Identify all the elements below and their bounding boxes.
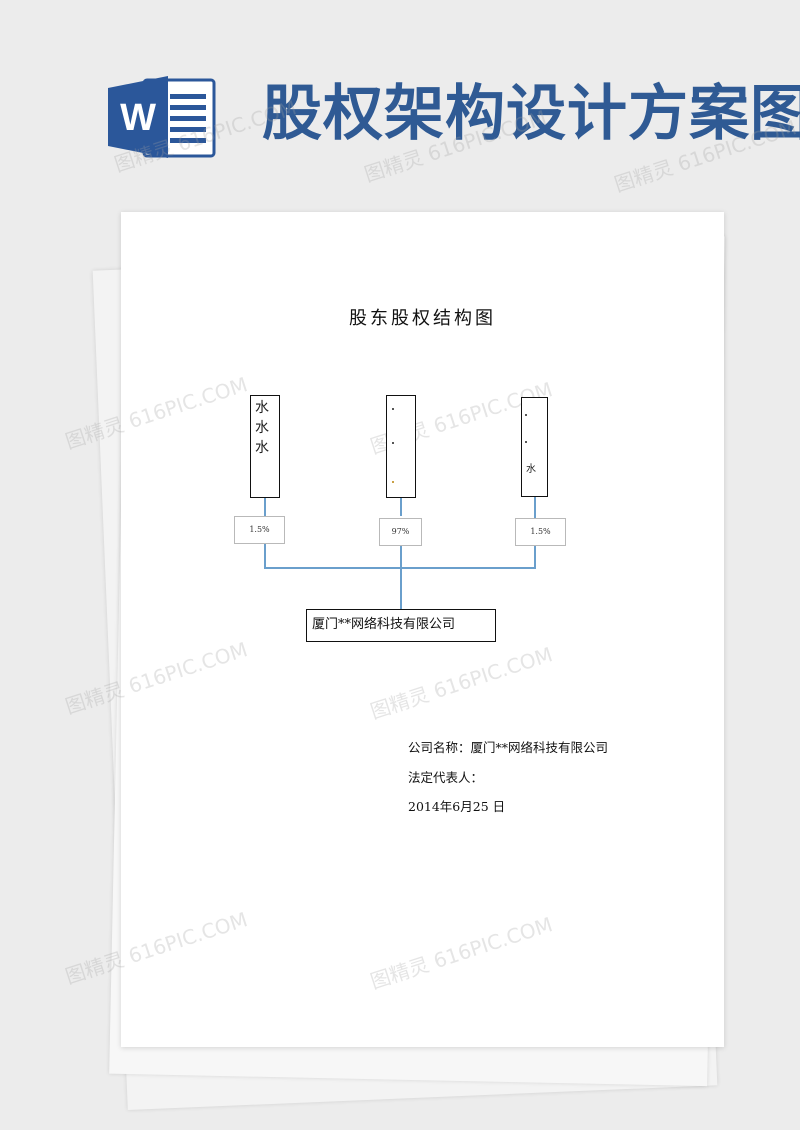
connector-line (264, 498, 266, 516)
watermark: 图精灵 616PIC.COM (62, 637, 251, 719)
word-logo-icon: W (108, 76, 216, 158)
banner-title: 股权架构设计方案图 (262, 79, 800, 149)
watermark: 图精灵 616PIC.COM (62, 372, 251, 454)
shareholder-box: 水 (521, 397, 548, 497)
document-page: 图精灵 616PIC.COM 图精灵 616PIC.COM 图精灵 616PIC… (62, 212, 724, 1047)
placeholder-mark (392, 408, 394, 410)
percent-box: 1.5% (515, 518, 566, 546)
word-logo-letter: W (120, 97, 156, 139)
watermark: 图精灵 616PIC.COM (367, 912, 556, 994)
legal-representative-line: 法定代表人： (408, 770, 484, 785)
shareholder-name: 水 (526, 464, 536, 475)
shareholder-box: 水水水 (250, 395, 280, 498)
connector-line (400, 498, 402, 516)
connector-line (534, 546, 536, 568)
date-line: 2014年6月25 日 (408, 799, 506, 814)
banner: W 股权架构设计方案图 (0, 0, 800, 200)
company-name-line: 公司名称：厦门**网络科技有限公司 (408, 740, 609, 755)
placeholder-mark (392, 442, 394, 444)
placeholder-mark (525, 414, 527, 416)
shareholder-name: 水水水 (255, 400, 269, 456)
connector-line (400, 546, 402, 609)
percent-box: 97% (379, 518, 422, 546)
placeholder-mark (392, 481, 394, 483)
connector-line (264, 567, 536, 569)
placeholder-mark (525, 441, 527, 443)
company-box: 厦门**网络科技有限公司 (306, 609, 496, 642)
watermark: 图精灵 616PIC.COM (367, 642, 556, 724)
shareholder-box (386, 395, 416, 498)
connector-line (264, 544, 266, 568)
watermark: 图精灵 616PIC.COM (62, 907, 251, 989)
connector-line (534, 497, 536, 518)
document-title: 股东股权结构图 (349, 308, 496, 329)
percent-box: 1.5% (234, 516, 285, 544)
